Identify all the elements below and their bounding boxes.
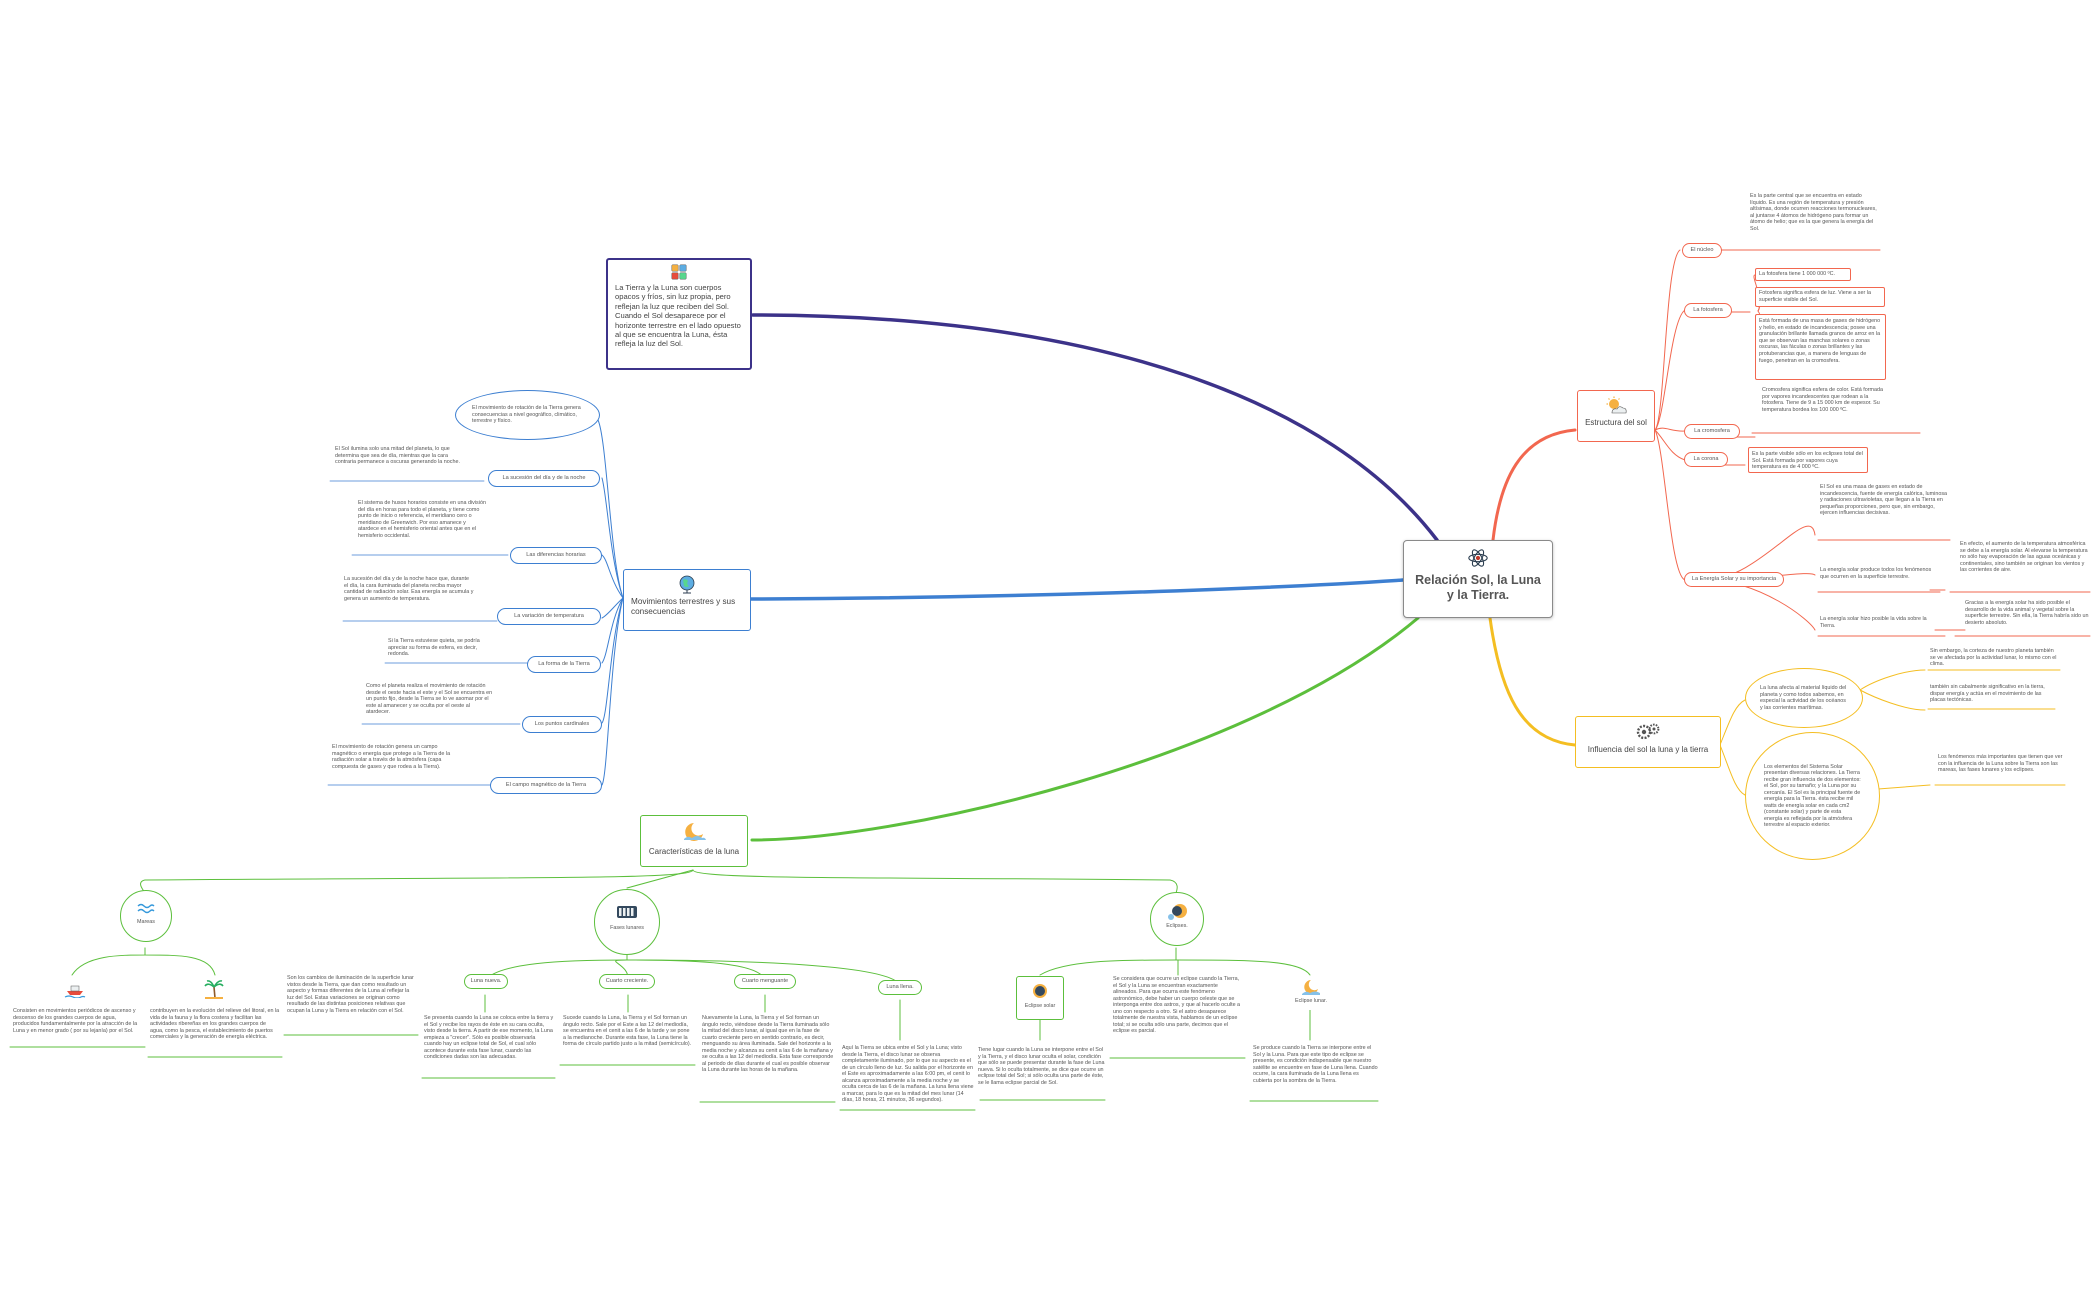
mov-desc-campo-magnetico: El movimiento de rotación genera un camp… (332, 744, 451, 770)
influencia-child-2[interactable]: Los elementos del Sistema Solar presenta… (1745, 732, 1880, 860)
mov-desc-diferencias-horarias: El sistema de husos horarios consiste en… (358, 500, 486, 539)
influencia-child-1[interactable]: La luna afecta al material líquido del p… (1745, 668, 1863, 728)
mov-desc-variacion-temperatura: La sucesión del día y de la noche hace q… (344, 576, 474, 602)
corona-desc[interactable]: Es la parte visible sólo en los eclipses… (1748, 447, 1868, 473)
mov-desc-dia-noche: El Sol ilumina solo una mitad del planet… (335, 446, 460, 465)
boat-icon (64, 982, 86, 1003)
eclipse-lunar-desc: Se produce cuando la Tierra se interpone… (1253, 1045, 1378, 1084)
eclipse-solar-desc: Tiene lugar cuando la Luna se interpone … (978, 1047, 1105, 1086)
mareas-desc-2: contribuyen en la evolución del relieve … (150, 1008, 280, 1040)
influencia-sub-1b: también sin cabalmente significativo en … (1930, 684, 2045, 703)
waves-icon (137, 903, 155, 914)
fase-cuarto-menguante[interactable]: Cuarto menguante (734, 974, 796, 989)
mov-desc-forma-tierra: Si la Tierra estuviese quieta, se podría… (388, 638, 480, 657)
fases-node[interactable]: Fases lunares (594, 889, 660, 955)
energia-desc-3: La energía solar hizo posible la vida so… (1820, 616, 1927, 629)
palm-tree-icon (203, 978, 225, 1005)
influencia-sub-1a: Sin embargo, la corteza de nuestro plane… (1930, 648, 2057, 667)
gears-icon (1636, 723, 1660, 740)
sol-cromosfera-desc: Cromosfera significa esfera de color. Es… (1762, 387, 1884, 413)
fotosfera-composicion[interactable]: Está formada de una masa de gases de hid… (1755, 314, 1886, 380)
energia-desc-1: El Sol es una masa de gases en estado de… (1820, 484, 1948, 516)
fase-cuarto-menguante-desc: Nuevamente la Luna, la Tierra y el Sol f… (702, 1015, 834, 1073)
mov-item-diferencias-horarias[interactable]: Las diferencias horarias (510, 547, 602, 564)
mov-desc-puntos-cardinales: Como el planeta realiza el movimiento de… (366, 683, 493, 715)
luna-node[interactable]: Características de la luna (640, 815, 748, 867)
mov-item-variacion-temperatura[interactable]: La variación de temperatura (497, 608, 601, 625)
moon-icon (684, 823, 706, 841)
note-node[interactable]: La Tierra y la Luna son cuerpos opacos y… (606, 258, 752, 370)
sun-cloud-icon (1606, 396, 1627, 414)
fase-luna-nueva-desc: Se presenta cuando la Luna se coloca ent… (424, 1015, 554, 1060)
fase-luna-llena[interactable]: Luna llena. (878, 980, 922, 995)
fase-luna-llena-desc: Aquí la Tierra se ubica entre el Sol y l… (842, 1045, 974, 1103)
eclipse-icon (1168, 904, 1187, 920)
central-topic[interactable]: Relación Sol, la Luna y la Tierra. (1403, 540, 1553, 618)
atom-icon (1468, 549, 1488, 567)
sol-nucleo[interactable]: El núcleo (1682, 243, 1722, 258)
mov-item-campo-magnetico[interactable]: El campo magnético de la Tierra (490, 777, 602, 794)
fotosfera-temp[interactable]: La fotosfera tiene 1 000 000 ºC. (1755, 268, 1851, 281)
mov-item-forma-tierra[interactable]: La forma de la Tierra (527, 656, 601, 673)
eclipse-solar-node[interactable]: Eclipse solar (1016, 976, 1064, 1020)
phases-icon (617, 906, 637, 918)
luna-title: Características de la luna (648, 847, 740, 856)
mareas-desc-1: Consisten en movimientos periódicos de a… (13, 1008, 138, 1034)
sol-nucleo-desc: Es la parte central que se encuentra en … (1750, 193, 1877, 232)
eclipses-intro: Se considera que ocurre un eclipse cuand… (1113, 976, 1241, 1034)
mov-item-puntos-cardinales[interactable]: Los puntos cardinales (522, 716, 602, 733)
lunar-eclipse-icon (1302, 980, 1320, 995)
influencia-sub-2a: Los fenómenos más importantes que tienen… (1938, 754, 2063, 773)
influencia-node[interactable]: Influencia del sol la luna y la tierra (1575, 716, 1721, 768)
sol-node[interactable]: Estructura del sol (1577, 390, 1655, 442)
fases-intro: Son los cambios de iluminación de la sup… (287, 975, 414, 1014)
sol-corona[interactable]: La corona (1684, 452, 1728, 467)
eclipses-node[interactable]: Eclipses. (1150, 892, 1204, 946)
fase-luna-nueva[interactable]: Luna nueva. (464, 974, 508, 989)
energia-sub-3: Gracias a la energía solar ha sido posib… (1965, 600, 2089, 626)
sol-cromosfera[interactable]: La cromosfera (1684, 424, 1740, 439)
movimientos-intro[interactable]: El movimiento de rotación de la Tierra g… (455, 390, 600, 440)
fotosfera-significado[interactable]: Fotosfera significa esfera de luz. Viene… (1755, 287, 1885, 307)
palette-icon (671, 264, 687, 280)
central-title: Relación Sol, la Luna y la Tierra. (1415, 573, 1541, 602)
sol-energia[interactable]: La Energía Solar y su importancia (1684, 572, 1784, 587)
note-text: La Tierra y la Luna son cuerpos opacos y… (615, 283, 741, 349)
solar-eclipse-icon (1033, 984, 1047, 998)
globe-icon (679, 575, 695, 594)
eclipse-lunar-node[interactable]: Eclipse lunar. (1288, 976, 1334, 1010)
sol-fotosfera[interactable]: La fotosfera (1684, 303, 1732, 318)
energia-sub-2: En efecto, el aumento de la temperatura … (1960, 541, 2088, 573)
fase-cuarto-creciente[interactable]: Cuarto creciente. (599, 974, 655, 989)
mareas-node[interactable]: Mareas (120, 890, 172, 942)
mov-item-dia-noche[interactable]: La sucesión del día y de la noche (488, 470, 600, 487)
energia-desc-2: La energía solar produce todos los fenóm… (1820, 567, 1932, 580)
fase-cuarto-creciente-desc: Sucede cuando la Luna, la Tierra y el So… (563, 1015, 692, 1047)
movimientos-node[interactable]: Movimientos terrestres y sus consecuenci… (623, 569, 751, 631)
movimientos-title: Movimientos terrestres y sus consecuenci… (631, 597, 736, 616)
